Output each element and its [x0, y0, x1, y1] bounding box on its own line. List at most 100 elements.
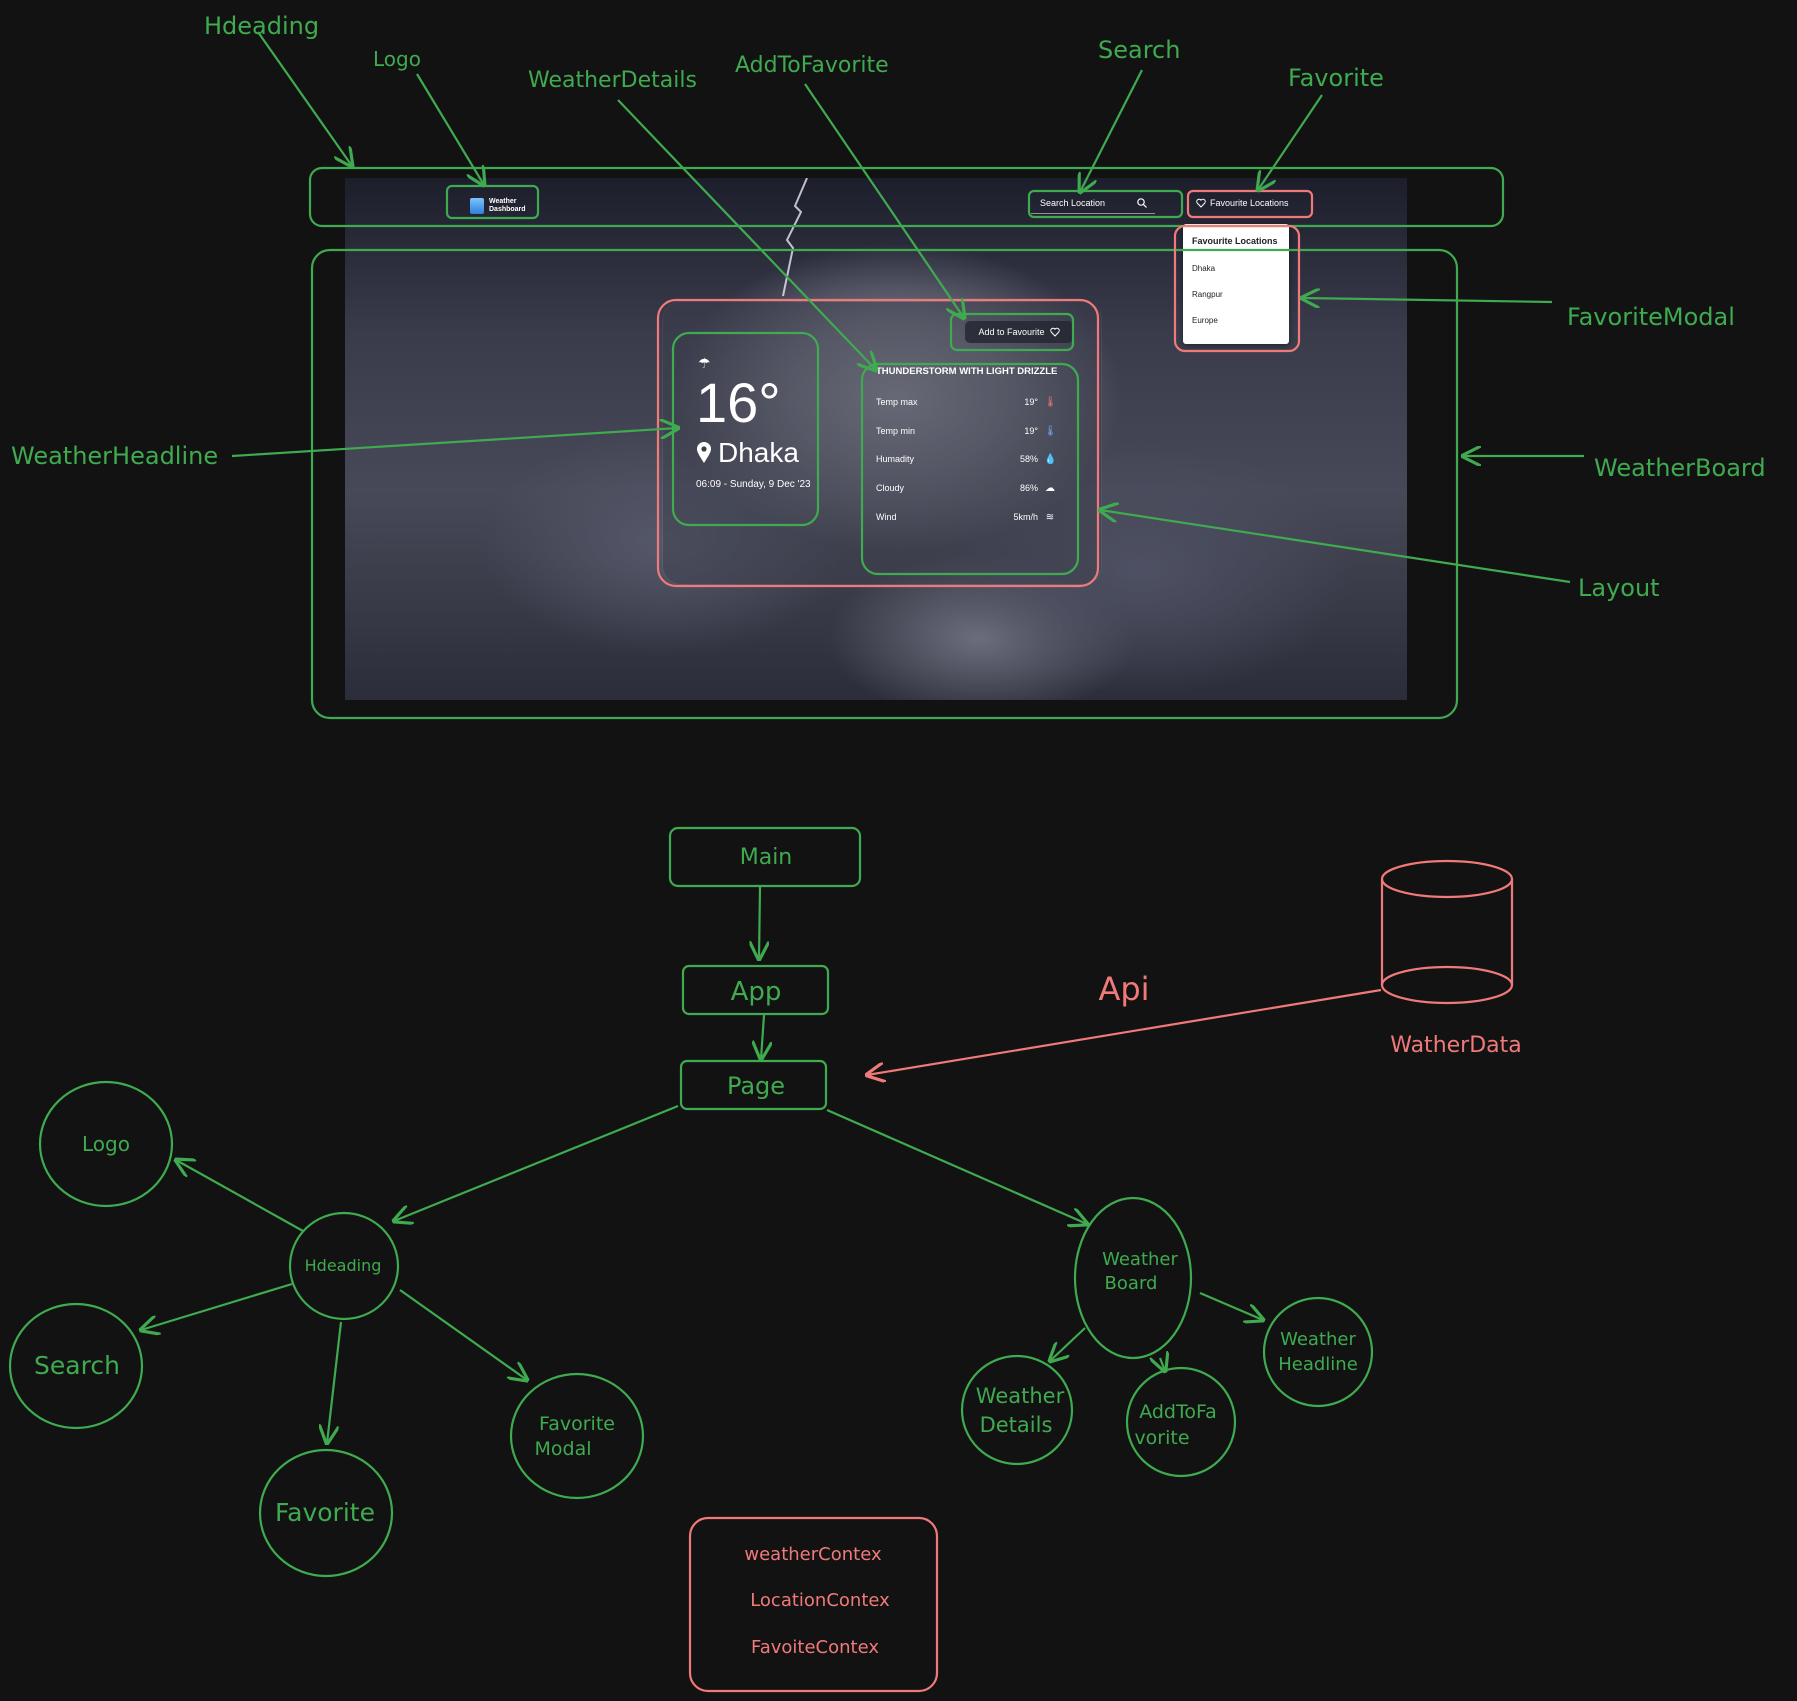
- dropdown-item[interactable]: Rangpur: [1192, 290, 1223, 299]
- weather-headline-label-1: Weather: [1280, 1329, 1356, 1350]
- thermometer-cold-icon: 🌡: [1044, 425, 1057, 437]
- dropdown-title: Favourite Locations: [1192, 236, 1278, 246]
- edge-page-weather-board: [826, 1108, 1087, 1224]
- weather-headline-frame: [671, 331, 820, 527]
- search-node: [8, 1302, 144, 1430]
- annotation-heading: Hdeading: [204, 12, 319, 40]
- app-logo[interactable]: Weather Dashboard: [464, 192, 550, 220]
- favorite-arrow: [1258, 94, 1323, 190]
- weather-board-label-2: Board: [1105, 1273, 1158, 1294]
- logo-node: [38, 1080, 174, 1208]
- detail-label: Wind: [876, 512, 897, 522]
- favorite-modal-label-1: Favorite: [539, 1413, 615, 1435]
- favorite-modal-arrow: [1302, 298, 1553, 302]
- heading-node: [288, 1211, 400, 1321]
- logo-node-label: Logo: [82, 1132, 130, 1156]
- weather-details-arrow: [617, 99, 876, 370]
- search-arrow: [1080, 69, 1143, 192]
- layout-frame: [656, 298, 1100, 588]
- favorite-node-label: Favorite: [275, 1498, 375, 1527]
- annotation-add-to-favorite: AddToFavorite: [735, 53, 889, 78]
- detail-label: Temp min: [876, 426, 916, 436]
- context-favorite: FavoiteContex: [751, 1637, 879, 1658]
- add-to-favorite-label-2: vorite: [1134, 1427, 1189, 1449]
- weather-details: THUNDERSTORM WITH LIGHT DRIZZLE Temp max…: [867, 366, 1077, 556]
- contexts-box: [688, 1516, 939, 1693]
- edge-heading-search: [141, 1282, 293, 1330]
- weather-headline-label-2: Headline: [1278, 1354, 1358, 1375]
- search-frame: [1027, 189, 1184, 219]
- edge-heading-favorite-modal: [399, 1289, 527, 1380]
- heading-frame: [308, 166, 1505, 228]
- temperature: 16°: [696, 371, 781, 434]
- weather-headline-node: [1262, 1296, 1374, 1408]
- edge-app-page: [761, 1014, 764, 1059]
- weather-headline-arrow: [231, 428, 678, 458]
- layout-arrow: [1100, 510, 1571, 584]
- logo-frame: [445, 184, 540, 220]
- weather-app-mockup: Weather Dashboard Search Location Favour…: [345, 178, 1407, 700]
- database-top: [1380, 859, 1514, 899]
- search-icon[interactable]: [1137, 197, 1147, 208]
- weather-details-node: [960, 1354, 1074, 1466]
- dropdown-item[interactable]: Dhaka: [1192, 264, 1216, 273]
- database-bottom-rim: [1380, 965, 1514, 986]
- database-label: WatherData: [1390, 1033, 1522, 1058]
- annotation-layout: Layout: [1578, 574, 1660, 602]
- detail-row: Cloudy 86% ☁: [876, 481, 1056, 495]
- heart-icon: [1196, 198, 1206, 208]
- favorite-modal-node: [509, 1372, 645, 1500]
- dropdown-item[interactable]: Europe: [1192, 316, 1218, 325]
- page-label: Page: [727, 1072, 785, 1100]
- date-time: 06:09 - Sunday, 9 Dec '23: [696, 479, 811, 490]
- location-pin-icon: [697, 442, 711, 463]
- droplet-icon: 💧: [1044, 453, 1057, 465]
- weather-board-node: [1073, 1196, 1193, 1360]
- weather-details-label-2: Details: [980, 1413, 1053, 1437]
- edge-board-details: [1050, 1327, 1086, 1361]
- detail-value: 19°: [1024, 397, 1038, 407]
- wind-icon: ≋: [1045, 511, 1055, 523]
- weather-headline: ☂ 16° Dhaka 06:09 - Sunday, 9 Dec '23: [688, 351, 828, 511]
- annotation-weather-details: WeatherDetails: [528, 68, 697, 93]
- detail-row: Temp min 19°🌡: [876, 424, 1057, 438]
- cloud-drizzle-icon: ☂: [698, 355, 711, 371]
- detail-value: 58%: [1019, 454, 1038, 464]
- api-arrow: [867, 988, 1382, 1075]
- weather-details-label-1: Weather: [976, 1384, 1065, 1408]
- add-to-favorite-frame: [949, 312, 1075, 352]
- add-to-favorite-label-1: AddToFa: [1139, 1401, 1217, 1423]
- detail-value: 86%: [1019, 483, 1038, 493]
- detail-label: Cloudy: [876, 483, 905, 493]
- cloud-icon: ☁: [1045, 482, 1055, 494]
- context-weather: weatherContex: [744, 1544, 882, 1565]
- favourite-locations-button[interactable]: Favourite Locations: [1190, 192, 1308, 214]
- annotation-favorite: Favorite: [1288, 64, 1384, 92]
- heart-icon: [1049, 327, 1060, 337]
- annotation-weather-board: WeatherBoard: [1594, 454, 1766, 482]
- favorite-frame: [1186, 189, 1314, 219]
- favorite-modal-label-2: Modal: [535, 1438, 592, 1460]
- favorite-modal-frame: [1173, 224, 1301, 353]
- weather-logo-icon: [470, 198, 484, 214]
- search-input[interactable]: Search Location: [1031, 192, 1155, 214]
- logo-line2: Dashboard: [489, 206, 526, 213]
- logo-arrow: [416, 73, 484, 185]
- heading-arrow: [257, 31, 352, 166]
- logo-line1: Weather: [489, 198, 517, 205]
- edge-page-heading: [394, 1104, 679, 1221]
- favorite-node: [258, 1448, 394, 1578]
- annotation-weather-headline: WeatherHeadline: [11, 442, 218, 470]
- edge-board-headline: [1199, 1291, 1263, 1320]
- annotation-favorite-modal: FavoriteModal: [1567, 303, 1735, 331]
- detail-row: Wind 5km/h ≋: [876, 510, 1056, 524]
- city-name: Dhaka: [718, 437, 799, 468]
- detail-label: Humadity: [876, 454, 915, 464]
- add-to-favourite-button[interactable]: Add to Favourite: [965, 321, 1073, 343]
- weather-board-frame: [310, 248, 1459, 720]
- database-icon: [1380, 879, 1514, 1005]
- edge-heading-favorite: [327, 1321, 343, 1443]
- add-to-favorite-node: [1125, 1366, 1237, 1478]
- main-label: Main: [740, 845, 793, 870]
- detail-value: 5km/h: [1013, 512, 1038, 522]
